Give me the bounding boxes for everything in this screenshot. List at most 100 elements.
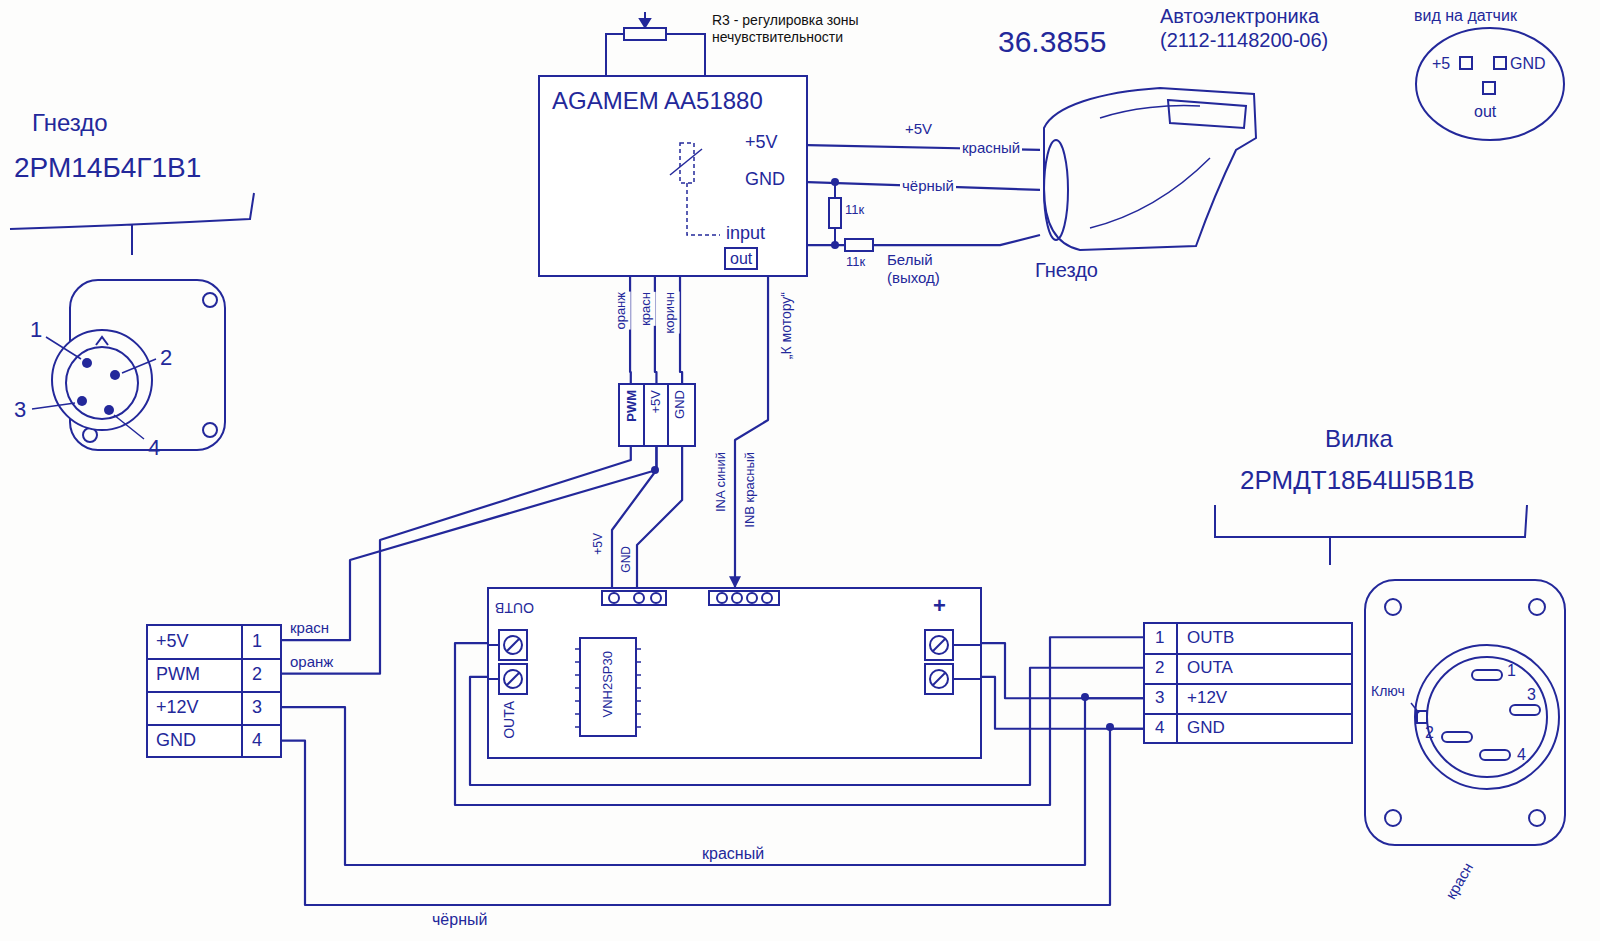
signal-name: +5V xyxy=(905,120,932,138)
socket-face xyxy=(66,347,138,419)
bracket xyxy=(1215,505,1527,565)
terminal-screw xyxy=(925,630,953,660)
table-grid xyxy=(148,626,280,756)
sensor-view: вид на датчик +5 GND out xyxy=(1412,6,1567,141)
node-text: 3 xyxy=(1527,685,1536,704)
node-text: 4 xyxy=(1155,718,1164,738)
header-pin xyxy=(747,593,757,603)
wire-label: „К мотору“ xyxy=(776,292,797,359)
resistor-value: 11к xyxy=(845,202,864,218)
mount-hole xyxy=(1529,810,1545,826)
wire-label: красн xyxy=(288,619,331,637)
flange xyxy=(1365,580,1565,845)
node-text: 2 xyxy=(252,664,262,686)
node-text: out xyxy=(1474,102,1496,121)
pin xyxy=(104,405,114,415)
node-text: 3 xyxy=(252,697,262,719)
resistor-symbol xyxy=(845,239,873,251)
wire-label: красн xyxy=(636,292,656,326)
pin xyxy=(110,370,120,380)
pin xyxy=(82,358,92,368)
pin-square xyxy=(1460,57,1472,69)
note-text: R3 - регулировка зоны нечувствительности xyxy=(712,12,907,46)
node-text: вид на датчик xyxy=(1414,6,1517,25)
node-text: GND xyxy=(672,390,688,419)
part-number: 36.3855 xyxy=(998,24,1106,60)
wire-label: оранж xyxy=(288,653,335,671)
controller-box: AGAMEM AA51880+5VGNDinputout xyxy=(538,75,808,277)
wire-label: красн xyxy=(1442,860,1477,903)
wire xyxy=(808,235,1040,245)
key-mark xyxy=(96,337,108,345)
mount-hole xyxy=(1385,810,1401,826)
socket-mouth xyxy=(1044,140,1068,240)
wire-label: коричн xyxy=(660,292,680,334)
pin-square xyxy=(1483,82,1495,94)
terminal-screw xyxy=(930,636,948,654)
terminal-screw xyxy=(507,673,519,685)
node-text: +12V xyxy=(1187,688,1227,708)
trimmer-arrow xyxy=(640,19,650,27)
node-text: GND xyxy=(156,730,196,752)
pin xyxy=(77,396,87,406)
pinout-table: +5V1PWM2+12V3GND4 xyxy=(146,624,282,758)
node-text: 1 xyxy=(30,317,42,343)
header-pin xyxy=(634,593,644,603)
pinout-table: 1OUTB2OUTA3+12V4GND xyxy=(1143,622,1353,744)
node-text: 2РМ14Б4Г1В1 xyxy=(14,151,201,185)
node-text: OUTA xyxy=(501,701,518,739)
terminal-screw xyxy=(930,670,948,688)
node-text: OUTB xyxy=(495,599,534,616)
node-text: +5 xyxy=(1432,54,1450,73)
pin xyxy=(1472,670,1502,680)
terminal-block: PWM+5VGND xyxy=(618,383,696,447)
node-text: +5V xyxy=(156,631,189,653)
junction-dot xyxy=(1081,693,1089,701)
plug-ring xyxy=(1415,645,1559,789)
terminal-screw xyxy=(933,673,945,685)
chip: VNH2SP30 xyxy=(579,637,637,737)
pin xyxy=(1510,705,1540,715)
node-text: VNH2SP30 xyxy=(600,651,616,717)
node-text: +5V xyxy=(648,390,664,414)
node-text: Вилка xyxy=(1325,425,1393,454)
node-text: + xyxy=(933,593,946,619)
mount-hole xyxy=(203,293,217,307)
pin xyxy=(1480,750,1510,760)
internal-wire xyxy=(687,183,720,235)
node-text: 1 xyxy=(1155,628,1164,648)
resistor-symbol xyxy=(829,198,841,228)
node-text: 2 xyxy=(1425,723,1434,742)
node-text: GND xyxy=(1510,54,1546,73)
sensor-socket: Гнездо xyxy=(1040,78,1265,283)
pin-square xyxy=(1494,57,1506,69)
node-text: 4 xyxy=(148,435,160,461)
sensor-outline xyxy=(1416,28,1564,140)
terminal-screw xyxy=(933,639,945,651)
wire xyxy=(735,277,768,587)
wire-label: оранж xyxy=(611,292,631,330)
node-text: Ключ xyxy=(1371,683,1405,700)
terminal-screw xyxy=(507,639,519,651)
node-text: input xyxy=(726,223,765,245)
wire xyxy=(637,447,682,587)
bracket xyxy=(10,193,254,255)
pin xyxy=(1442,732,1472,742)
node-text: 3 xyxy=(14,397,26,423)
cell-divider xyxy=(644,385,668,445)
mount-hole xyxy=(1529,599,1545,615)
table-grid xyxy=(1145,624,1351,742)
connector-plug: Вилка2РМДТ18Б4Ш5В1ВКлюч1234 xyxy=(1225,425,1570,850)
terminal-screw xyxy=(499,664,527,694)
node-outline xyxy=(489,589,980,757)
node-text: 4 xyxy=(1517,745,1526,764)
wire-label: красный xyxy=(700,844,766,863)
pin-name: +5V xyxy=(591,533,605,555)
node-text: GND xyxy=(745,169,785,191)
terminal-lead xyxy=(489,645,980,679)
leader-line xyxy=(32,337,156,439)
wire-label: INA синий xyxy=(713,452,729,512)
node-text: 4 xyxy=(252,730,262,752)
